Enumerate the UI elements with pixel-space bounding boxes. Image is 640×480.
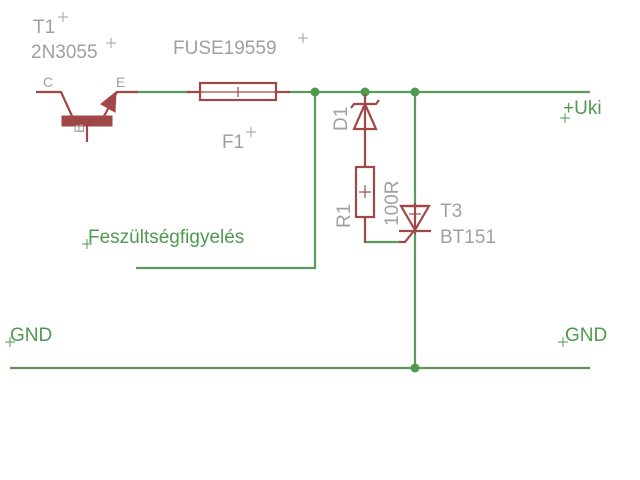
net-label-monitor[interactable]: Feszültségfigyelés bbox=[82, 227, 244, 249]
t1-pin-e: E bbox=[116, 74, 125, 90]
fuse-icon bbox=[187, 81, 290, 102]
net-label-gnd-right[interactable]: GND bbox=[558, 325, 607, 347]
t1-name: T1 bbox=[33, 17, 55, 38]
origin-cross bbox=[5, 337, 15, 347]
t1-pin-c: C bbox=[43, 74, 53, 90]
origin-cross bbox=[298, 33, 308, 43]
origin-cross bbox=[558, 337, 568, 347]
t1-pin-b: B bbox=[71, 124, 87, 133]
transistor-t1[interactable]: T1 2N3055 C E B bbox=[31, 12, 138, 142]
origin-cross bbox=[246, 127, 256, 137]
t1-value: 2N3055 bbox=[31, 42, 98, 63]
junction-dot bbox=[360, 87, 370, 97]
wires bbox=[10, 90, 590, 370]
resistor-icon bbox=[354, 165, 376, 243]
net-label-gnd-left[interactable]: GND bbox=[5, 325, 52, 347]
origin-cross bbox=[560, 113, 570, 123]
origin-cross bbox=[58, 12, 68, 22]
resistor-r1[interactable]: R1 100R bbox=[334, 165, 403, 243]
f1-name: F1 bbox=[222, 132, 244, 153]
net-label-gnd-right-text: GND bbox=[565, 325, 607, 346]
fuse-f1[interactable]: FUSE19559 F1 bbox=[173, 33, 308, 153]
origin-cross bbox=[82, 239, 92, 249]
junction-dot bbox=[410, 363, 420, 373]
thyristor-t3[interactable]: T3 BT151 bbox=[399, 201, 496, 248]
thyristor-icon bbox=[399, 203, 431, 244]
net-label-uki-text: +Uki bbox=[563, 98, 602, 119]
f1-value: FUSE19559 bbox=[173, 38, 277, 59]
junctions bbox=[310, 87, 420, 373]
net-label-monitor-text: Feszültségfigyelés bbox=[88, 227, 244, 248]
r1-value: 100R bbox=[382, 181, 403, 226]
t3-value: BT151 bbox=[440, 227, 496, 248]
origin-cross bbox=[106, 38, 116, 48]
wire-monitor[interactable] bbox=[136, 92, 317, 270]
diode-d1[interactable]: D1 bbox=[331, 94, 380, 167]
net-label-uki[interactable]: +Uki bbox=[560, 98, 602, 123]
npn-transistor-icon bbox=[36, 90, 138, 142]
r1-name: R1 bbox=[334, 204, 355, 228]
junction-dot bbox=[310, 87, 320, 97]
junction-dot bbox=[410, 87, 420, 97]
net-label-gnd-left-text: GND bbox=[10, 325, 52, 346]
d1-name: D1 bbox=[331, 107, 352, 131]
zener-diode-icon bbox=[350, 94, 380, 167]
t3-name: T3 bbox=[440, 201, 462, 222]
